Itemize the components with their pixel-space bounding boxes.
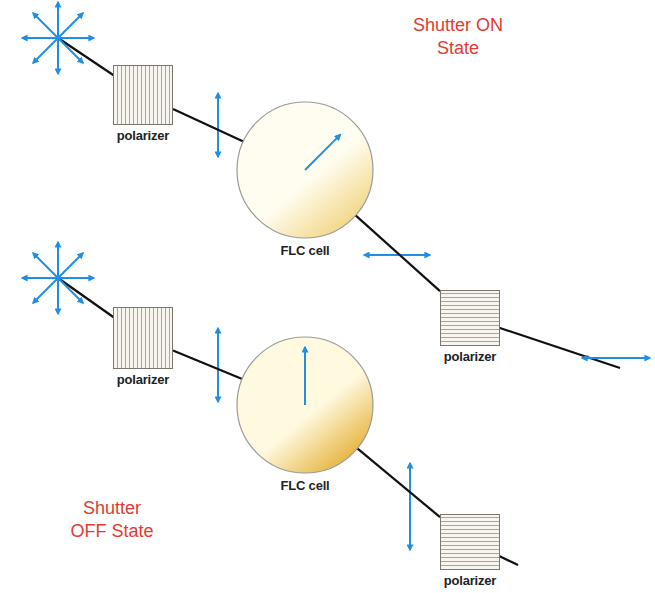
flc-cell-disc bbox=[235, 100, 375, 240]
unpolarized-light-star bbox=[22, 242, 94, 314]
director-arrow bbox=[305, 135, 340, 170]
flc-cell-node: FLC cell bbox=[235, 335, 375, 493]
part-label: FLC cell bbox=[281, 478, 330, 493]
part-label: FLC cell bbox=[281, 243, 330, 258]
light-beam bbox=[173, 109, 243, 142]
state-label: Shutter OFF State bbox=[66, 497, 158, 542]
part-label: polarizer bbox=[117, 128, 169, 143]
part-label: polarizer bbox=[444, 573, 496, 588]
polarizer-filter bbox=[113, 307, 173, 369]
light-beam bbox=[356, 215, 440, 291]
flc-cell-node: FLC cell bbox=[235, 100, 375, 258]
polarizer-node: polarizer bbox=[113, 65, 173, 143]
polarizer-node: polarizer bbox=[440, 290, 500, 364]
part-label: polarizer bbox=[117, 372, 169, 387]
polarizer-node: polarizer bbox=[113, 307, 173, 387]
flc-cell-outline bbox=[235, 335, 375, 475]
flc-cell-outline bbox=[235, 100, 375, 240]
light-beam bbox=[173, 350, 242, 379]
flc-cell-circle bbox=[237, 102, 373, 238]
unpolarized-light-star bbox=[22, 2, 94, 74]
polarizer-node: polarizer bbox=[440, 514, 500, 588]
light-beam bbox=[58, 38, 620, 565]
state-label: Shutter ON State bbox=[412, 14, 504, 59]
polarizer-filter bbox=[440, 514, 500, 570]
polarization-arrow bbox=[218, 93, 650, 550]
flc-cell-circle bbox=[237, 337, 373, 473]
director-arrow bbox=[304, 347, 306, 405]
part-label: polarizer bbox=[444, 349, 496, 364]
flc-cell-disc bbox=[235, 335, 375, 475]
polarizer-filter bbox=[440, 290, 500, 346]
polarizer-filter bbox=[113, 65, 173, 125]
light-beam bbox=[357, 448, 440, 517]
